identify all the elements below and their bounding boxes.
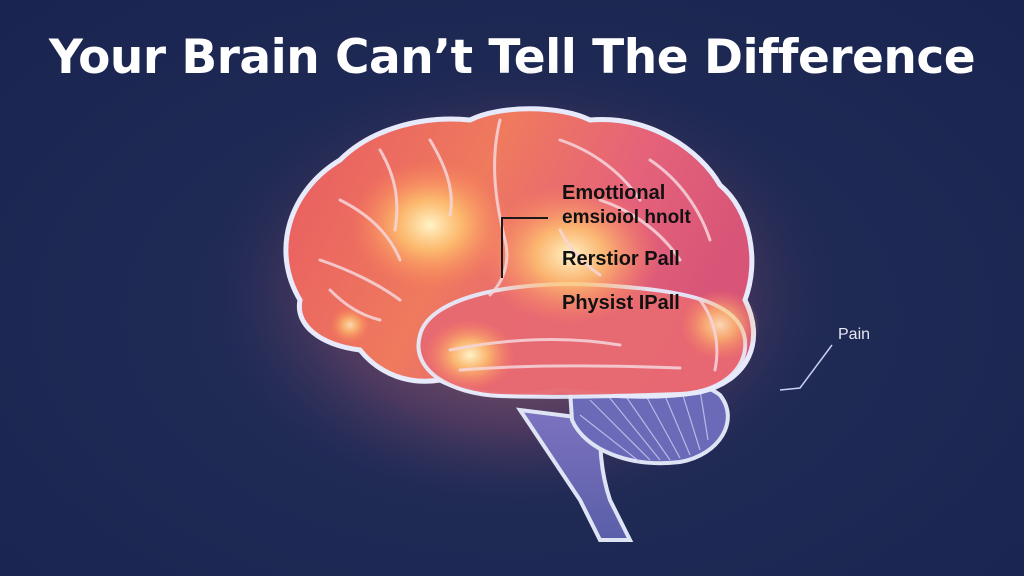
label-physical-pain: Physist IPall [562, 292, 680, 314]
pain-callout-label: Pain [838, 326, 871, 343]
label-leader-line [501, 217, 548, 278]
label-emotional-sub: emsioiol hnolt [562, 207, 691, 228]
label-emotional: Emottional [562, 182, 666, 204]
label-rejection-pain: Rerstior Pall [562, 248, 680, 270]
pain-callout-line [779, 344, 833, 391]
